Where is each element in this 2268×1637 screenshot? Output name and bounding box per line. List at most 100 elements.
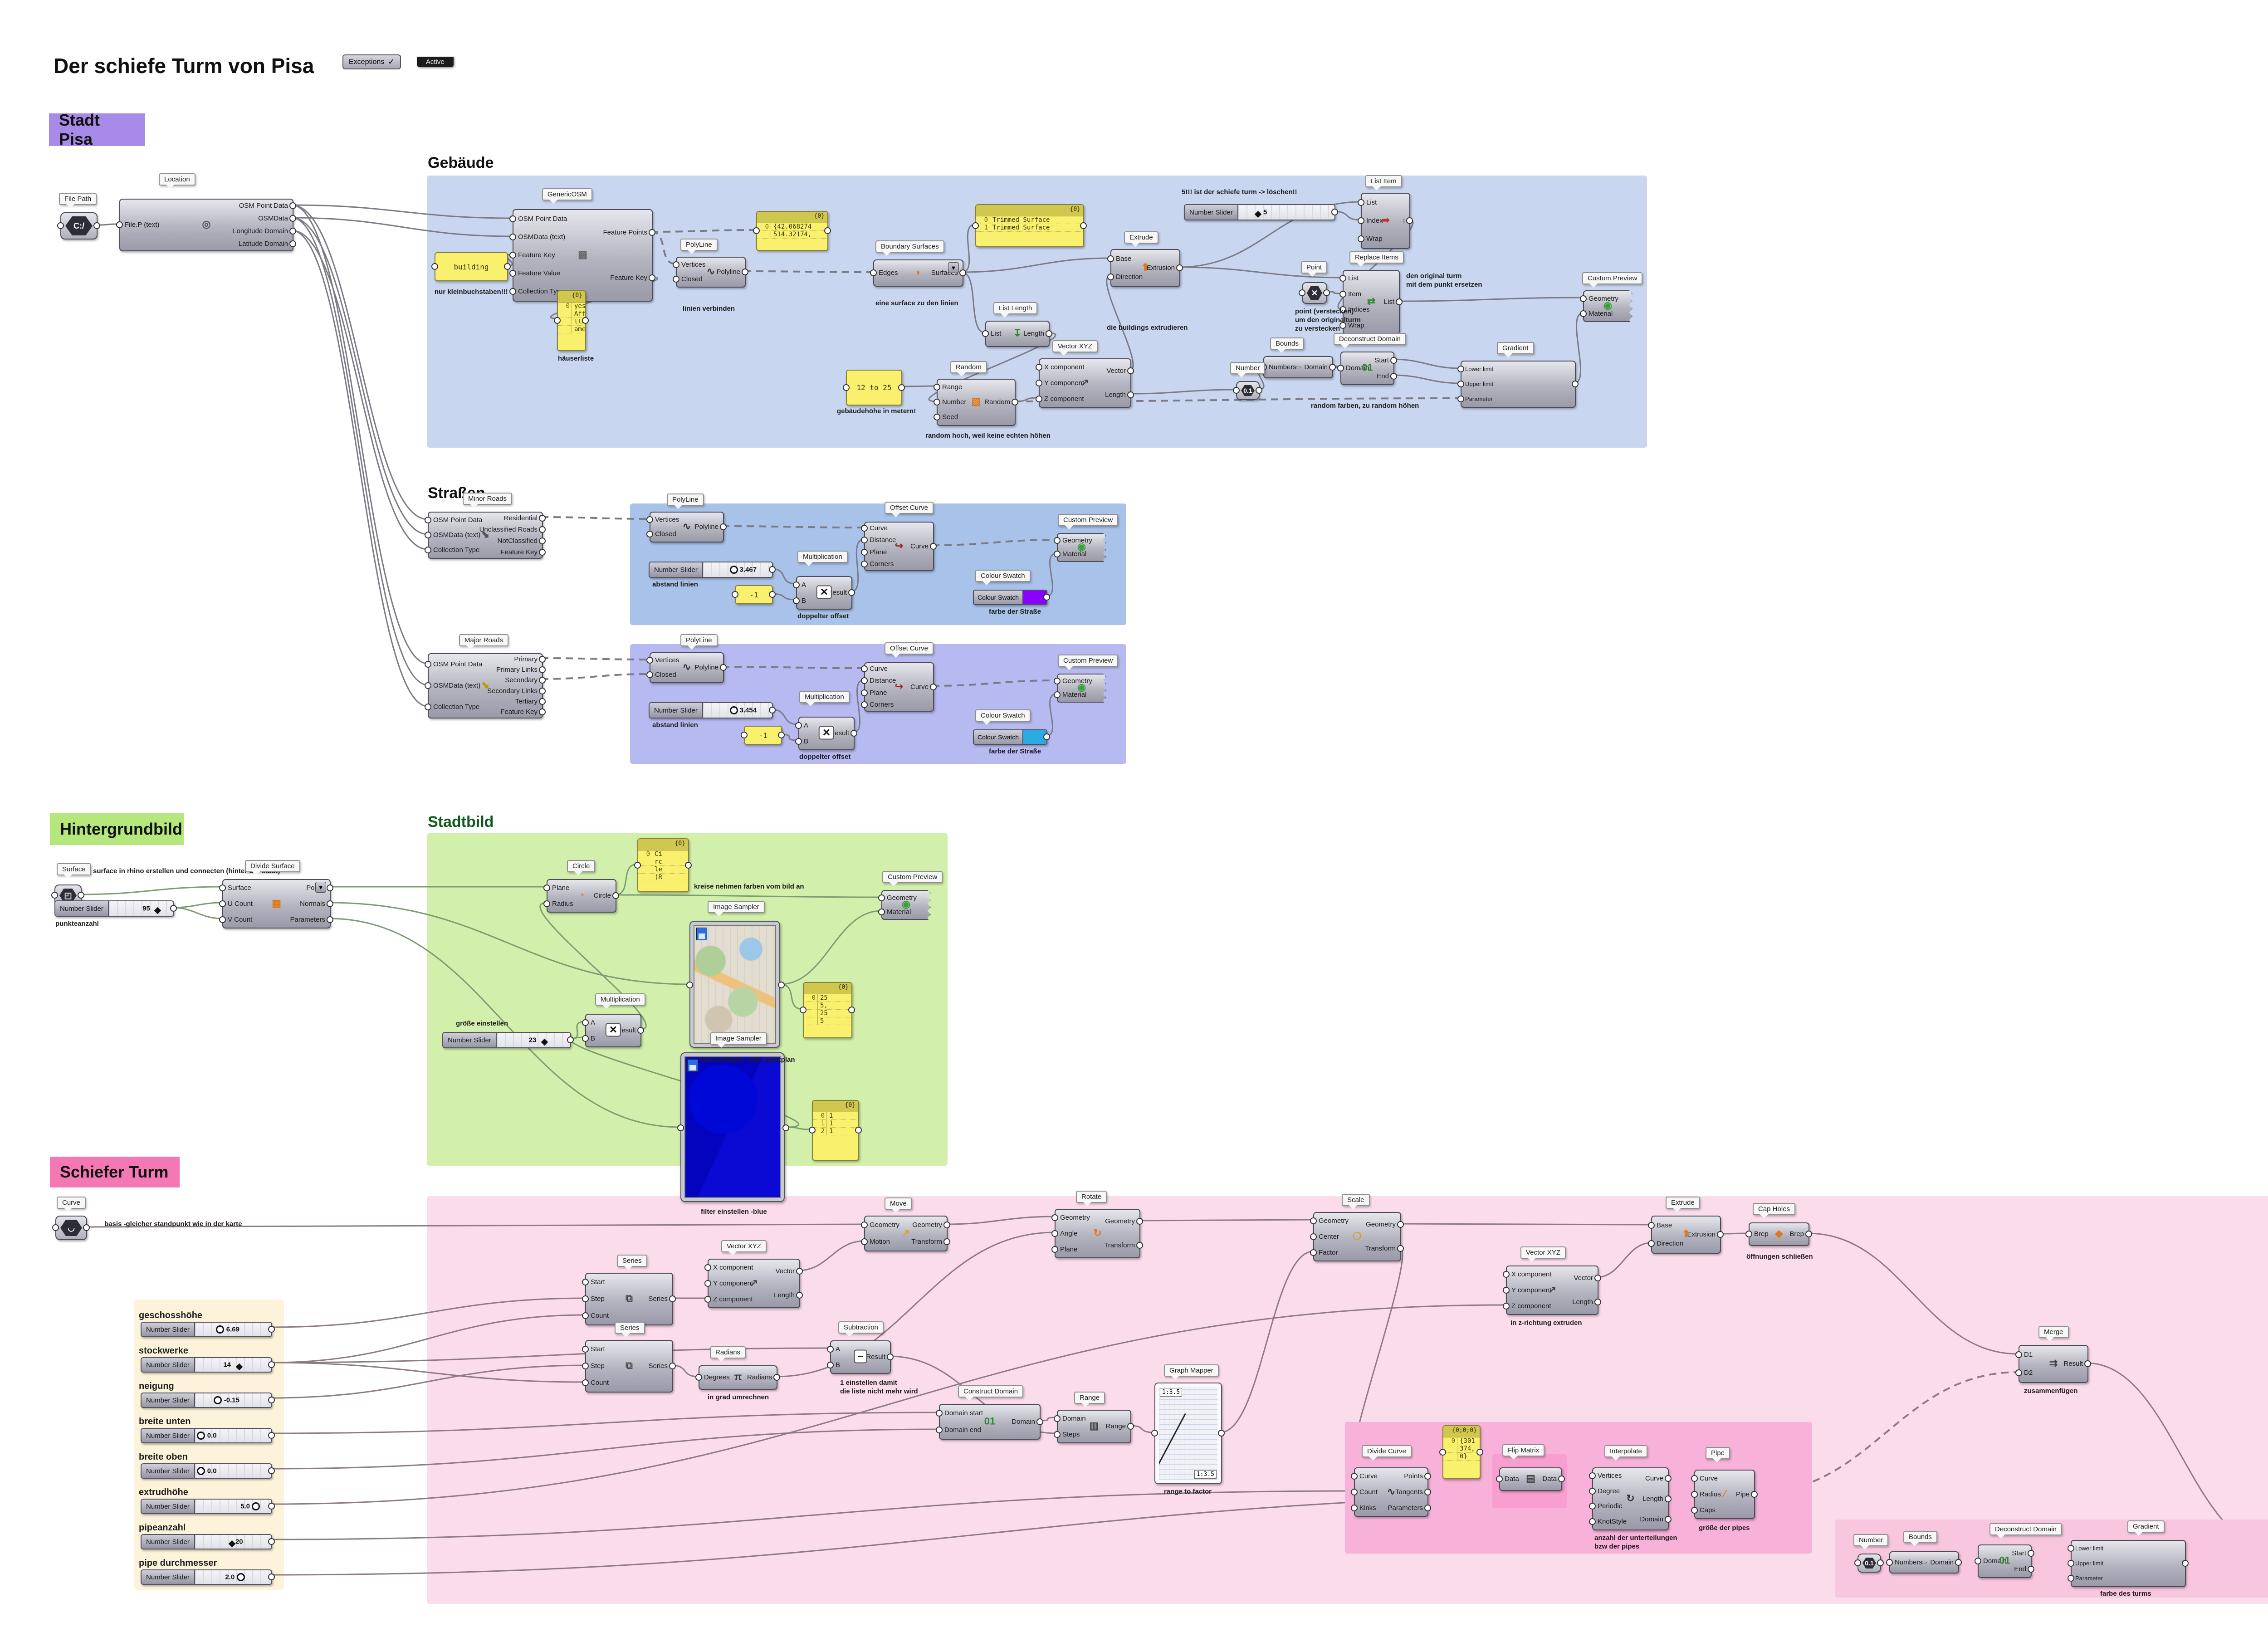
output-port[interactable] xyxy=(539,687,546,694)
slider-knob[interactable] xyxy=(236,1573,245,1581)
output-port[interactable] xyxy=(1136,1218,1143,1225)
input-port[interactable] xyxy=(1337,365,1344,371)
input-port[interactable] xyxy=(1054,691,1061,698)
input-port[interactable] xyxy=(1589,1487,1596,1495)
input-port[interactable] xyxy=(704,1280,711,1287)
output-port[interactable] xyxy=(1424,1504,1431,1511)
input-port[interactable] xyxy=(1503,1286,1510,1294)
output-port[interactable] xyxy=(539,709,546,716)
input-port[interactable] xyxy=(1054,551,1061,557)
output-port[interactable] xyxy=(887,1354,894,1360)
output-port[interactable] xyxy=(2182,1560,2189,1567)
input-port[interactable] xyxy=(219,916,226,923)
output-port[interactable] xyxy=(769,566,776,573)
input-port[interactable] xyxy=(1854,1559,1861,1566)
input-port[interactable] xyxy=(1310,1233,1317,1240)
output-port[interactable] xyxy=(539,548,546,556)
output-port[interactable] xyxy=(855,1127,862,1134)
output-port[interactable] xyxy=(78,892,84,899)
output-port[interactable] xyxy=(685,861,692,869)
output-port[interactable] xyxy=(1955,1559,1962,1566)
minus-one-panel[interactable]: -1 xyxy=(744,726,782,745)
slider-track[interactable]: 5 xyxy=(1238,205,1334,220)
input-port[interactable] xyxy=(1339,322,1346,329)
output-port[interactable] xyxy=(1046,330,1052,337)
output-port[interactable] xyxy=(720,523,727,530)
input-port[interactable] xyxy=(425,547,431,554)
input-port[interactable] xyxy=(1036,363,1042,371)
output-port[interactable] xyxy=(649,274,655,281)
input-port[interactable] xyxy=(861,665,868,673)
output-port[interactable] xyxy=(289,202,296,209)
input-port[interactable] xyxy=(704,1264,711,1271)
input-port[interactable] xyxy=(673,261,679,268)
output-port[interactable] xyxy=(796,1268,803,1275)
slider-track[interactable]: 6.69 xyxy=(195,1323,271,1336)
slider-track[interactable]: 23 xyxy=(496,1033,570,1047)
output-port[interactable] xyxy=(1329,363,1336,371)
height-range-panel[interactable]: 12 to 25 xyxy=(846,370,902,406)
input-port[interactable] xyxy=(1503,1271,1510,1278)
output-port[interactable] xyxy=(1323,289,1330,296)
input-port[interactable] xyxy=(1648,1240,1655,1247)
input-port[interactable] xyxy=(1351,1504,1358,1511)
output-port[interactable] xyxy=(2028,1549,2034,1557)
output-port[interactable] xyxy=(1424,1472,1431,1480)
input-port[interactable] xyxy=(1339,306,1346,313)
slider-knob[interactable] xyxy=(214,1396,222,1404)
input-port[interactable] xyxy=(695,1374,702,1381)
section-label-schiefer-turm[interactable]: Schiefer Turm xyxy=(50,1157,180,1187)
output-port[interactable] xyxy=(504,263,511,270)
input-port[interactable] xyxy=(1310,1249,1317,1256)
input-port[interactable] xyxy=(1107,255,1114,262)
output-port[interactable] xyxy=(289,228,296,235)
input-port[interactable] xyxy=(634,861,641,869)
output-port[interactable] xyxy=(1572,381,1579,387)
output-port[interactable] xyxy=(1036,1418,1043,1425)
slider-track[interactable]: -0.15 xyxy=(195,1393,271,1407)
input-port[interactable] xyxy=(677,1124,684,1131)
input-port[interactable] xyxy=(582,1379,589,1387)
output-port[interactable] xyxy=(268,1397,275,1403)
input-port[interactable] xyxy=(793,581,800,588)
output-port[interactable] xyxy=(539,677,546,684)
input-port[interactable] xyxy=(51,892,58,899)
output-port[interactable] xyxy=(539,537,546,544)
output-port[interactable] xyxy=(943,1221,950,1228)
input-port[interactable] xyxy=(673,276,679,283)
input-port[interactable] xyxy=(2068,1575,2074,1582)
slider-track[interactable]: 5.0 xyxy=(195,1500,271,1513)
input-port[interactable] xyxy=(753,227,760,234)
output-port[interactable] xyxy=(268,1538,275,1545)
output-port[interactable] xyxy=(1594,1298,1601,1305)
output-port[interactable] xyxy=(539,526,546,533)
output-port[interactable] xyxy=(742,269,748,275)
input-port[interactable] xyxy=(57,222,64,229)
input-port[interactable] xyxy=(1886,1559,1893,1566)
input-port[interactable] xyxy=(934,414,940,421)
input-port[interactable] xyxy=(509,215,516,222)
input-port[interactable] xyxy=(1691,1475,1698,1482)
